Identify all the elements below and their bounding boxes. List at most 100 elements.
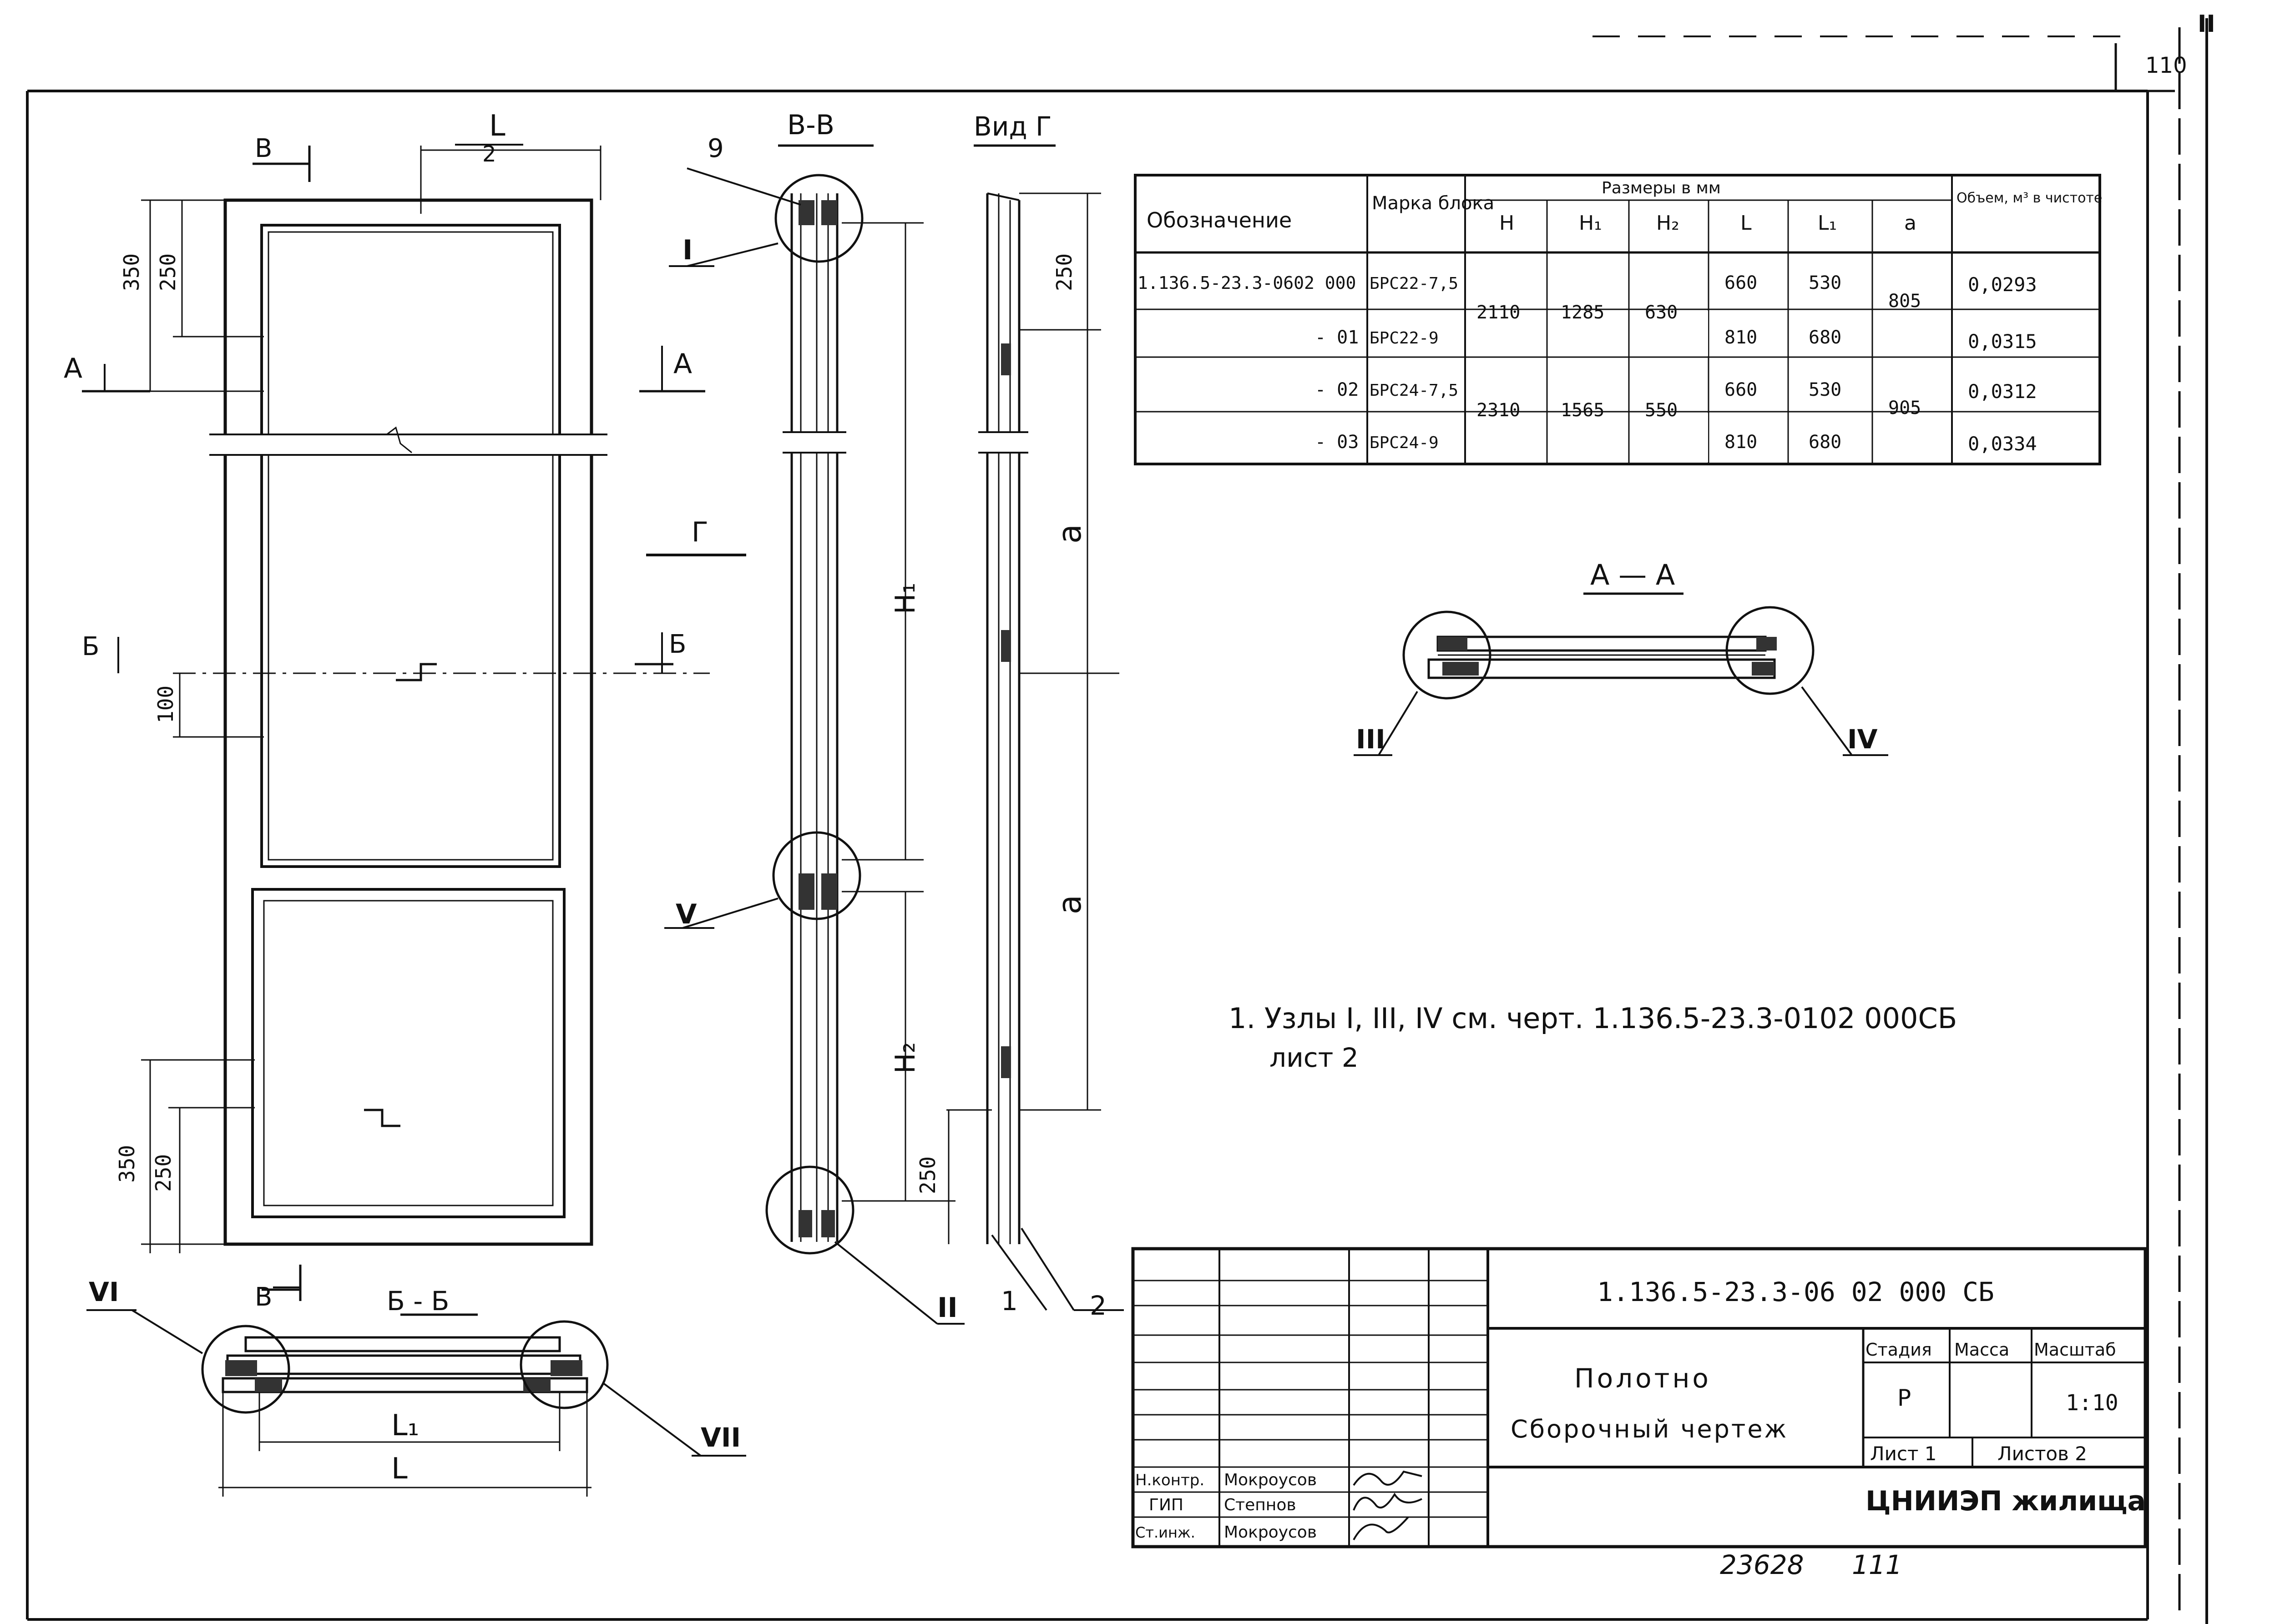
section-mark-v-bottom: В bbox=[255, 1282, 272, 1312]
dim-250-bottom: 250 bbox=[151, 1154, 176, 1192]
spec-cell-mark: БРС24-9 bbox=[1370, 434, 1439, 452]
dim-h1: H₁ bbox=[890, 583, 921, 614]
spec-sub-h1: H₁ bbox=[1579, 212, 1602, 235]
signer-name-1: Степнов bbox=[1224, 1496, 1296, 1514]
spec-cell-h: 2110 bbox=[1476, 302, 1520, 323]
title-block-name-1: Полотно bbox=[1574, 1363, 1711, 1394]
signer-role-1: ГИП bbox=[1149, 1496, 1183, 1514]
view-g bbox=[946, 144, 1124, 1311]
section-mark-b-right: Б bbox=[669, 630, 686, 659]
page-label: II bbox=[2198, 10, 2215, 38]
title-block-name-2: Сборочный чертеж bbox=[1511, 1415, 1788, 1443]
position-1: 1 bbox=[1001, 1286, 1018, 1316]
spec-row-0: 1.136.5-23.3-0602 000 БРС22-7,5 2110 128… bbox=[1138, 272, 2037, 323]
spec-cell-volume: 0,0315 bbox=[1968, 330, 2037, 353]
dim-350-bottom: 350 bbox=[115, 1145, 139, 1183]
view-mark-g: Г bbox=[692, 516, 708, 548]
section-aa-title: А — А bbox=[1590, 558, 1675, 591]
spec-cell-a: 905 bbox=[1888, 398, 1921, 419]
front-view bbox=[82, 144, 746, 1301]
node-iii-label: III bbox=[1356, 724, 1385, 755]
dim-g-250: 250 bbox=[1052, 253, 1077, 291]
section-mark-b-left: Б bbox=[82, 632, 99, 661]
dim-100: 100 bbox=[153, 686, 178, 723]
node-vii-label: VII bbox=[701, 1422, 741, 1453]
spec-cell-designation: - 03 bbox=[1315, 432, 1359, 453]
note-line-1: 1. Узлы I, III, IV см. черт. 1.136.5-23.… bbox=[1228, 1002, 1957, 1035]
dim-h2: H₂ bbox=[890, 1042, 921, 1074]
spec-sub-h: H bbox=[1499, 212, 1514, 235]
spec-cell-l1: 530 bbox=[1809, 272, 1841, 293]
spec-header-sizes: Размеры в мм bbox=[1602, 179, 1721, 197]
spec-cell-h2: 550 bbox=[1645, 400, 1678, 421]
node-vi-label: VI bbox=[89, 1276, 119, 1307]
section-vv bbox=[664, 144, 965, 1325]
section-vv-label-9: 9 bbox=[708, 134, 724, 163]
spec-cell-a: 805 bbox=[1888, 291, 1921, 312]
sheet-frame bbox=[26, 18, 2208, 1624]
dim-vv-250: 250 bbox=[915, 1156, 940, 1194]
spec-sub-h2: H₂ bbox=[1656, 212, 1679, 235]
dim-l1: L₁ bbox=[391, 1409, 419, 1442]
footer-inventory-number: 23628 bbox=[1720, 1549, 1804, 1580]
spec-cell-volume: 0,0312 bbox=[1968, 380, 2037, 403]
dim-350-top: 350 bbox=[119, 253, 144, 291]
section-vv-title: В-В bbox=[787, 109, 834, 141]
section-bb-title: Б - Б bbox=[387, 1286, 449, 1316]
spec-cell-l: 660 bbox=[1724, 379, 1757, 400]
dim-a-top: a bbox=[1051, 524, 1088, 544]
position-2: 2 bbox=[1090, 1290, 1107, 1321]
section-mark-a-right: А bbox=[673, 348, 692, 380]
title-block-sheet: Лист 1 bbox=[1870, 1442, 1937, 1465]
spec-sub-a: a bbox=[1904, 212, 1916, 235]
spec-header-designation: Обозначение bbox=[1147, 208, 1292, 232]
spec-cell-h2: 630 bbox=[1645, 302, 1678, 323]
spec-cell-h: 2310 bbox=[1476, 400, 1520, 421]
dim-250-top: 250 bbox=[156, 253, 180, 291]
node-iv-label: IV bbox=[1847, 724, 1878, 755]
half-l-num: L bbox=[489, 109, 506, 143]
spec-header-volume: Объем, м³ в чистоте bbox=[1956, 190, 2102, 206]
sheet-corner-number: 110 bbox=[2145, 53, 2187, 78]
node-ii-label: II bbox=[937, 1292, 958, 1324]
spec-cell-l: 810 bbox=[1724, 327, 1757, 348]
signature-marks bbox=[1353, 1470, 1422, 1540]
spec-cell-volume: 0,0293 bbox=[1968, 273, 2037, 296]
node-i-label: I bbox=[682, 234, 693, 266]
title-block-code: 1.136.5-23.3-06 02 000 СБ bbox=[1597, 1276, 1994, 1307]
spec-cell-mark: БРС22-7,5 bbox=[1370, 274, 1458, 293]
title-block-grid bbox=[1131, 1247, 2147, 1548]
spec-cell-l1: 680 bbox=[1809, 327, 1841, 348]
spec-cell-h1: 1565 bbox=[1561, 400, 1604, 421]
title-block-stage: Р bbox=[1897, 1385, 1911, 1411]
spec-cell-mark: БРС24-7,5 bbox=[1370, 381, 1458, 400]
spec-cell-l: 660 bbox=[1724, 272, 1757, 293]
title-block-h-scale: Масштаб bbox=[2034, 1340, 2116, 1360]
spec-row-2: - 02 БРС24-7,5 2310 1565 550 660 530 905… bbox=[1315, 379, 2037, 421]
spec-table-grid bbox=[1134, 174, 2101, 465]
spec-cell-h1: 1285 bbox=[1561, 302, 1604, 323]
spec-row-3: - 03 БРС24-9 810 680 0,0334 bbox=[1315, 432, 2037, 455]
title-block-h-stage: Стадия bbox=[1866, 1340, 1932, 1360]
signer-role-0: Н.контр. bbox=[1135, 1471, 1204, 1489]
signer-name-2: Мокроусов bbox=[1224, 1523, 1317, 1542]
spec-row-1: - 01 БРС22-9 810 680 0,0315 bbox=[1315, 327, 2037, 353]
signer-name-0: Мокроусов bbox=[1224, 1471, 1317, 1489]
spec-sub-l1: L₁ bbox=[1818, 212, 1837, 235]
signer-role-2: Ст.инж. bbox=[1135, 1524, 1195, 1541]
spec-cell-volume: 0,0334 bbox=[1968, 433, 2037, 455]
spec-sub-l: L bbox=[1740, 212, 1752, 235]
section-aa bbox=[1354, 592, 1888, 756]
title-block-scale: 1:10 bbox=[2066, 1390, 2118, 1416]
section-mark-v-top: В bbox=[255, 134, 272, 163]
spec-cell-l1: 680 bbox=[1809, 432, 1841, 453]
dim-a-bottom: a bbox=[1051, 895, 1088, 914]
dim-l: L bbox=[391, 1452, 408, 1486]
title-block-h-mass: Масса bbox=[1954, 1340, 2009, 1360]
spec-cell-designation: - 02 bbox=[1315, 379, 1359, 400]
spec-cell-designation: - 01 bbox=[1315, 327, 1359, 348]
title-block-org: ЦНИИЭП жилища bbox=[1866, 1485, 2146, 1517]
spec-cell-l1: 530 bbox=[1809, 379, 1841, 400]
spec-header-mark: Марка блока bbox=[1372, 193, 1494, 214]
